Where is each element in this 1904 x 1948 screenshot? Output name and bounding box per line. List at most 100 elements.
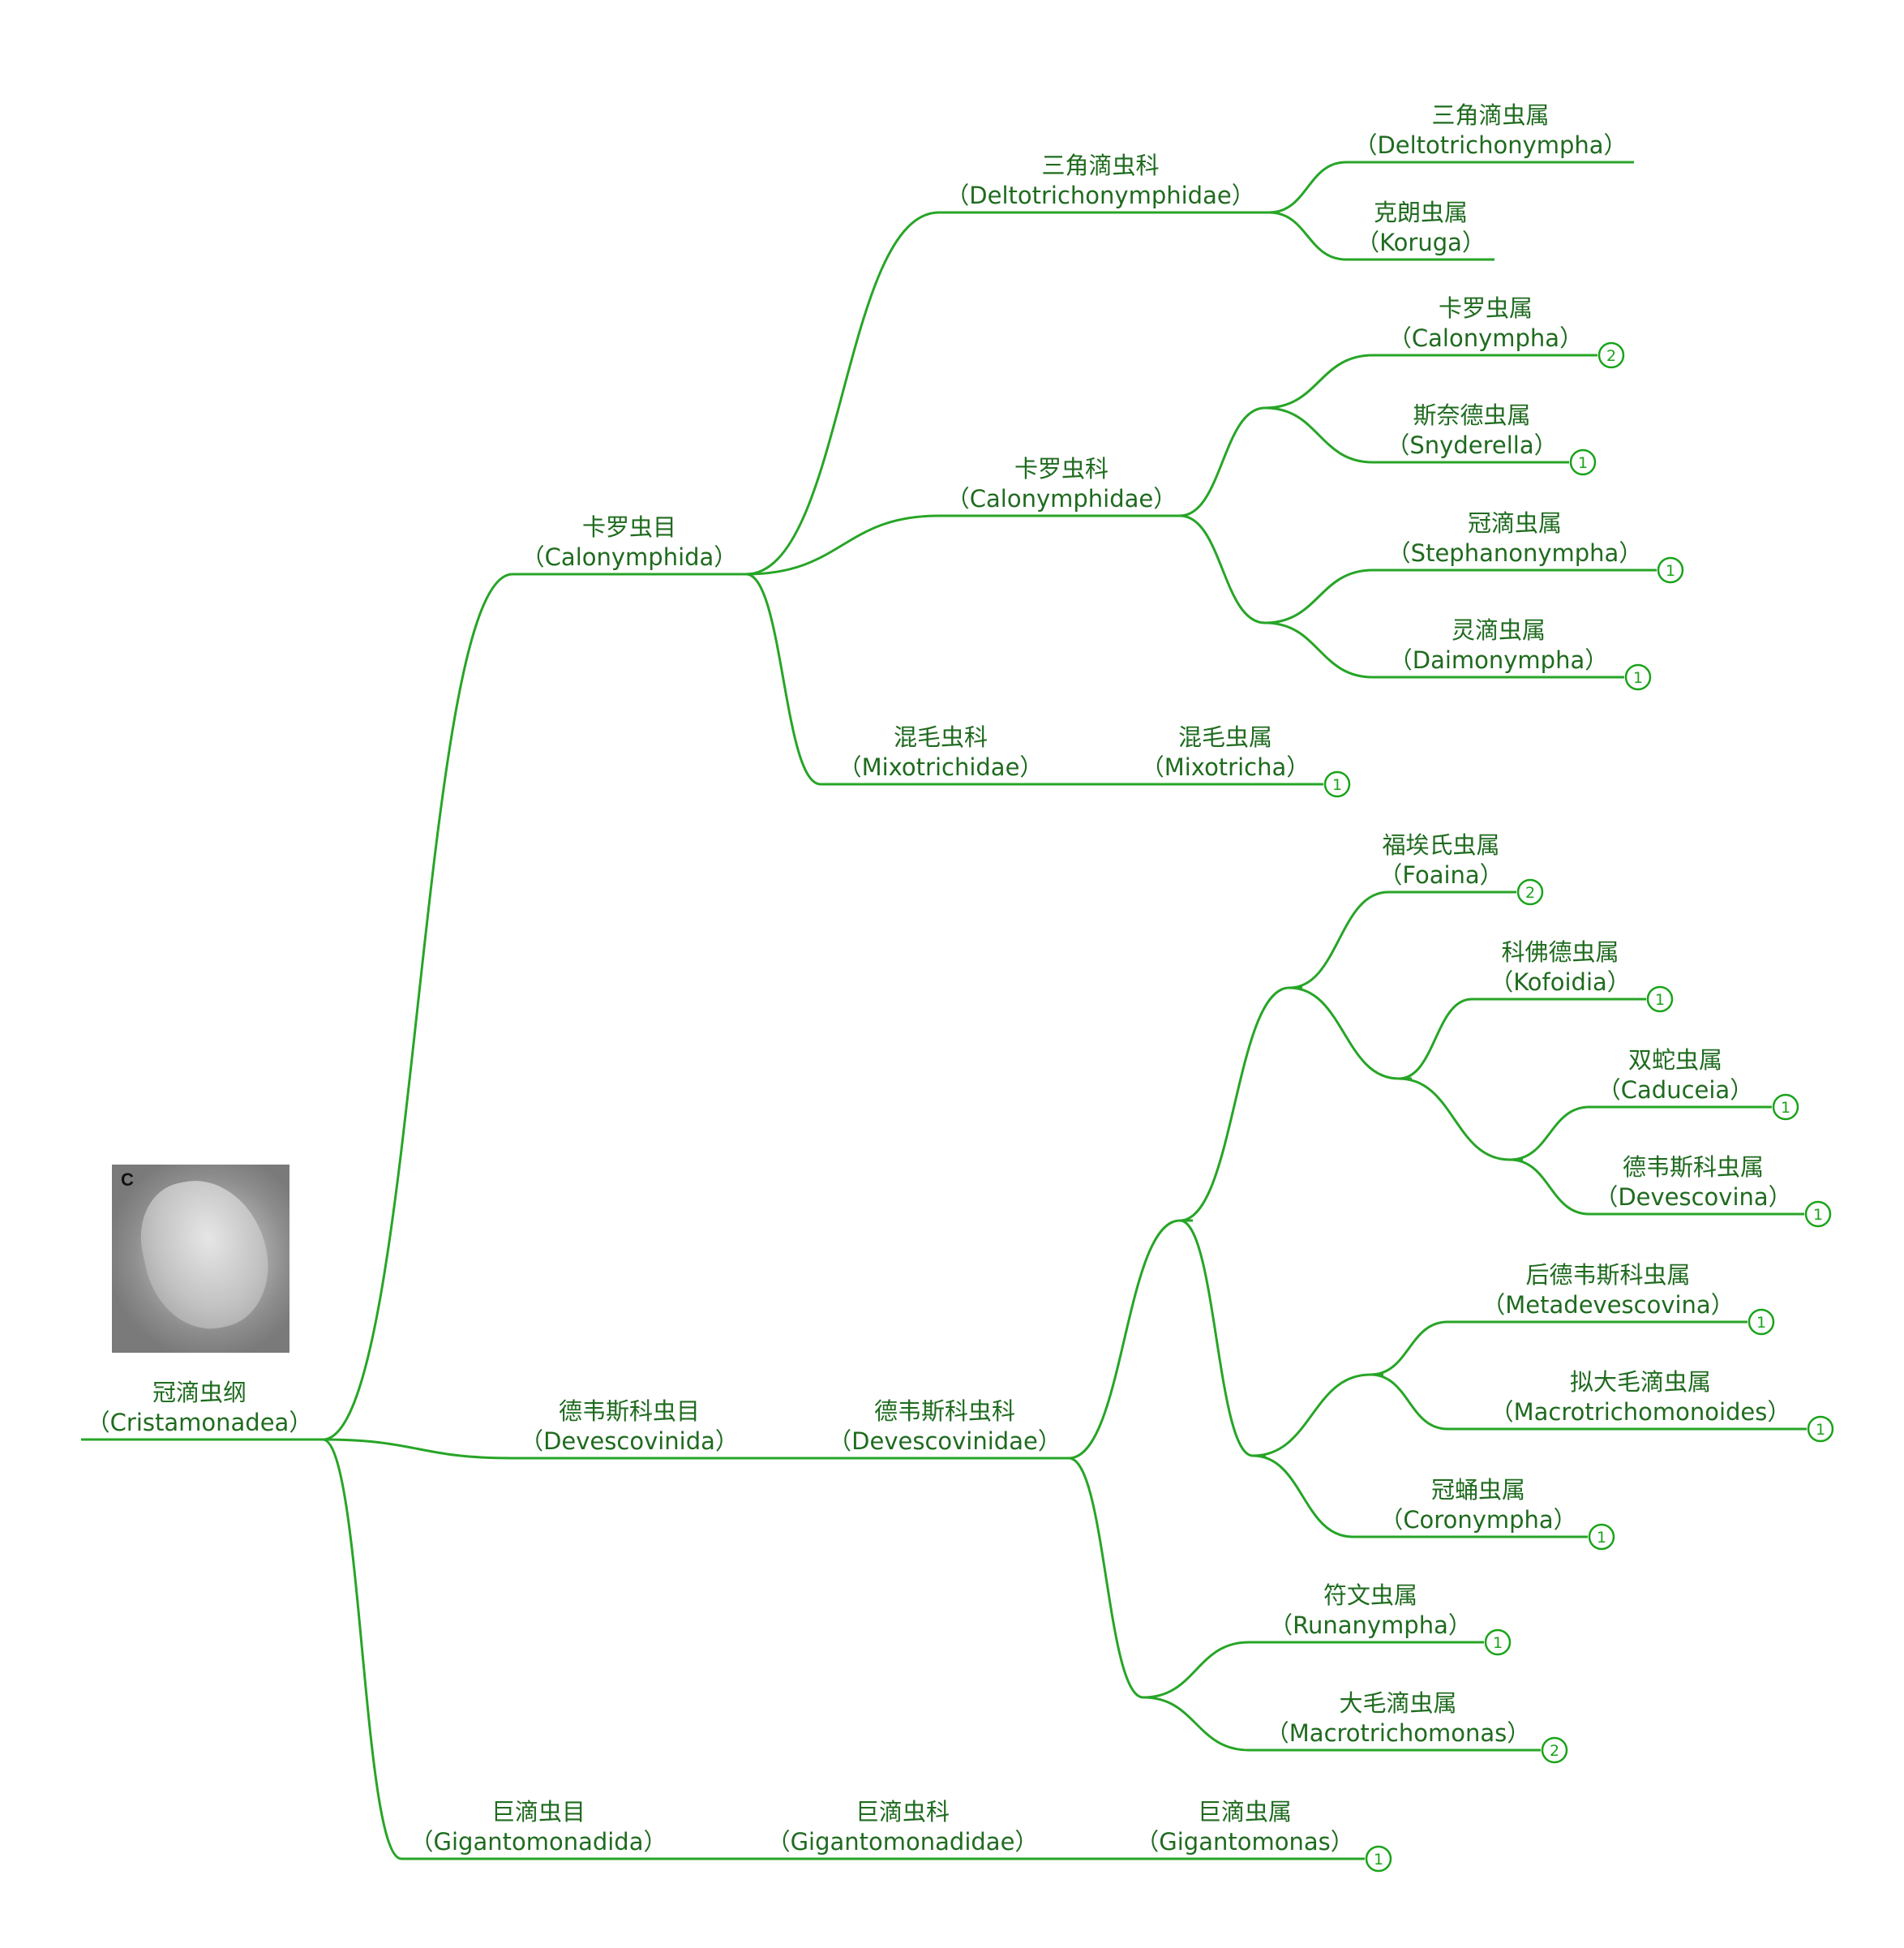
count-badge-text-macrotrichomonoides: 1 bbox=[1816, 1421, 1825, 1439]
label-zh-metadevescovina: 后德韦斯科虫属 bbox=[1525, 1261, 1690, 1289]
label-zh-gigantomonadidae: 巨滴虫科 bbox=[856, 1798, 950, 1826]
label-zh-deltotrichonymphidae: 三角滴虫科 bbox=[1041, 152, 1159, 179]
edge-snyderella bbox=[1264, 406, 1569, 464]
label-zh-caduceia: 双蛇虫属 bbox=[1628, 1046, 1722, 1074]
count-badge-kofoidia bbox=[1646, 985, 1674, 1013]
label-latin-koruga: （Koruga） bbox=[1356, 229, 1486, 256]
edge-devescovina bbox=[1509, 1158, 1804, 1216]
count-badge-devescovina bbox=[1804, 1200, 1832, 1228]
count-badge-runanympha bbox=[1484, 1628, 1512, 1656]
label-zh-calonymphidae: 卡罗虫科 bbox=[1014, 455, 1109, 483]
label-latin-calonympha: （Calonympha） bbox=[1388, 324, 1583, 352]
edge-caduceia bbox=[1509, 1105, 1772, 1161]
label-latin-calonymphida: （Calonymphida） bbox=[521, 543, 738, 571]
junction-edge bbox=[1289, 986, 1412, 1080]
label-zh-calonympha: 卡罗虫属 bbox=[1439, 294, 1533, 322]
label-zh-koruga: 克朗虫属 bbox=[1374, 199, 1468, 226]
label-zh-devescovinida: 德韦斯科虫目 bbox=[559, 1397, 700, 1425]
label-latin-runanympha: （Runanympha） bbox=[1269, 1611, 1472, 1639]
label-latin-devescovinidae: （Devescovinidae） bbox=[828, 1427, 1061, 1455]
edge-deltotrichonymphidae bbox=[745, 211, 1269, 576]
count-badge-caduceia bbox=[1772, 1093, 1799, 1121]
label-zh-foaina: 福埃氏虫属 bbox=[1382, 831, 1499, 859]
junction-edge bbox=[1179, 986, 1302, 1222]
edge-mixotrichidae bbox=[745, 573, 1046, 786]
label-latin-stephanonympha: （Stephanonympha） bbox=[1387, 539, 1643, 567]
label-zh-devescovinidae: 德韦斯科虫科 bbox=[874, 1397, 1015, 1425]
label-latin-metadevescovina: （Metadevescovina） bbox=[1482, 1291, 1734, 1319]
label-latin-calonymphidae: （Calonymphidae） bbox=[946, 485, 1177, 513]
junction-edge bbox=[1179, 406, 1278, 517]
junction-edge bbox=[1398, 1077, 1523, 1161]
edge-deltotrichonympha bbox=[1268, 161, 1634, 214]
label-latin-gigantomonas: （Gigantomonas） bbox=[1135, 1828, 1353, 1856]
label-latin-devescovinida: （Devescovinida） bbox=[520, 1427, 739, 1455]
label-latin-macrotrichomonoides: （Macrotrichomonoides） bbox=[1490, 1398, 1791, 1426]
count-badge-macrotrichomonoides bbox=[1807, 1415, 1834, 1443]
label-latin-caduceia: （Caduceia） bbox=[1597, 1076, 1753, 1104]
label-latin-root: （Cristamonadea） bbox=[87, 1409, 313, 1436]
edge-kofoidia bbox=[1398, 998, 1646, 1080]
count-badge-coronympha bbox=[1588, 1523, 1615, 1551]
label-latin-gigantomonadidae: （Gigantomonadidae） bbox=[767, 1828, 1039, 1856]
edge-foaina bbox=[1289, 890, 1516, 989]
count-badge-foaina bbox=[1516, 878, 1544, 906]
label-zh-daimonympha: 灵滴虫属 bbox=[1452, 616, 1546, 644]
count-badge-gigantomonas bbox=[1365, 1845, 1392, 1873]
count-badge-text-foaina: 2 bbox=[1525, 884, 1535, 902]
edge-devescovinida bbox=[322, 1438, 746, 1460]
count-badge-stephanonympha bbox=[1657, 556, 1684, 584]
label-latin-kofoidia: （Kofoidia） bbox=[1490, 968, 1631, 996]
edge-metadevescovina bbox=[1370, 1320, 1747, 1376]
edge-calonympha bbox=[1264, 354, 1597, 410]
label-zh-mixotricha: 混毛虫属 bbox=[1178, 723, 1272, 751]
label-zh-stephanonympha: 冠滴虫属 bbox=[1468, 509, 1562, 537]
count-badge-macrotrichomonas bbox=[1541, 1736, 1568, 1764]
tree-labels: 冠滴虫纲（Cristamonadea）卡罗虫目（Calonymphida）德韦斯… bbox=[87, 101, 1792, 1856]
label-zh-root: 冠滴虫纲 bbox=[152, 1379, 247, 1406]
count-badge-metadevescovina bbox=[1747, 1308, 1775, 1336]
label-latin-macrotrichomonas: （Macrotrichomonas） bbox=[1266, 1719, 1530, 1747]
edge-calonymphida bbox=[322, 573, 746, 1441]
specimen-micrograph: C bbox=[112, 1165, 289, 1353]
label-latin-coronympha: （Coronympha） bbox=[1379, 1506, 1576, 1534]
label-latin-deltotrichonymphidae: （Deltotrichonymphidae） bbox=[946, 182, 1254, 209]
label-latin-deltotrichonympha: （Deltotrichonympha） bbox=[1353, 131, 1627, 159]
label-latin-foaina: （Foaina） bbox=[1379, 861, 1503, 889]
label-zh-kofoidia: 科佛德虫属 bbox=[1501, 938, 1619, 966]
count-badge-text-caduceia: 1 bbox=[1781, 1099, 1790, 1117]
count-badge-text-devescovina: 1 bbox=[1813, 1206, 1823, 1224]
edge-macrotrichomonoides bbox=[1370, 1373, 1807, 1431]
label-zh-mixotrichidae: 混毛虫科 bbox=[894, 723, 988, 751]
count-badge-text-runanympha: 1 bbox=[1493, 1634, 1503, 1652]
label-latin-gigantomonadida: （Gigantomonadida） bbox=[410, 1828, 667, 1856]
count-badge-text-coronympha: 1 bbox=[1597, 1529, 1606, 1547]
junction-edge bbox=[1252, 1373, 1383, 1457]
count-badge-text-mixotricha: 1 bbox=[1332, 776, 1342, 794]
edge-stephanonympha bbox=[1264, 569, 1657, 624]
edge-gigantomonadida bbox=[322, 1438, 761, 1860]
count-badge-text-snyderella: 1 bbox=[1578, 454, 1588, 472]
count-badge-text-macrotrichomonas: 2 bbox=[1550, 1742, 1559, 1760]
label-zh-snyderella: 斯奈德虫属 bbox=[1413, 401, 1530, 429]
label-zh-gigantomonadida: 巨滴虫目 bbox=[491, 1798, 585, 1826]
count-badge-mixotricha bbox=[1323, 770, 1351, 798]
label-latin-daimonympha: （Daimonympha） bbox=[1389, 646, 1609, 674]
count-badge-snyderella bbox=[1569, 448, 1597, 476]
label-zh-coronympha: 冠蛹虫属 bbox=[1431, 1476, 1525, 1504]
edge-macrotrichomonas bbox=[1143, 1696, 1541, 1752]
label-zh-macrotrichomonoides: 拟大毛滴虫属 bbox=[1570, 1368, 1711, 1396]
label-zh-macrotrichomonas: 大毛滴虫属 bbox=[1339, 1689, 1456, 1717]
count-badge-text-daimonympha: 1 bbox=[1633, 669, 1643, 687]
edge-runanympha bbox=[1143, 1641, 1484, 1699]
junction-edge bbox=[1068, 1219, 1193, 1460]
panel-letter: C bbox=[121, 1169, 134, 1190]
label-zh-gigantomonas: 巨滴虫属 bbox=[1198, 1798, 1292, 1826]
label-latin-snyderella: （Snyderella） bbox=[1386, 431, 1557, 459]
label-zh-deltotrichonympha: 三角滴虫属 bbox=[1431, 101, 1549, 129]
count-badge-calonympha bbox=[1597, 341, 1625, 369]
tree-edges bbox=[81, 161, 1807, 1860]
edge-koruga bbox=[1268, 211, 1494, 261]
